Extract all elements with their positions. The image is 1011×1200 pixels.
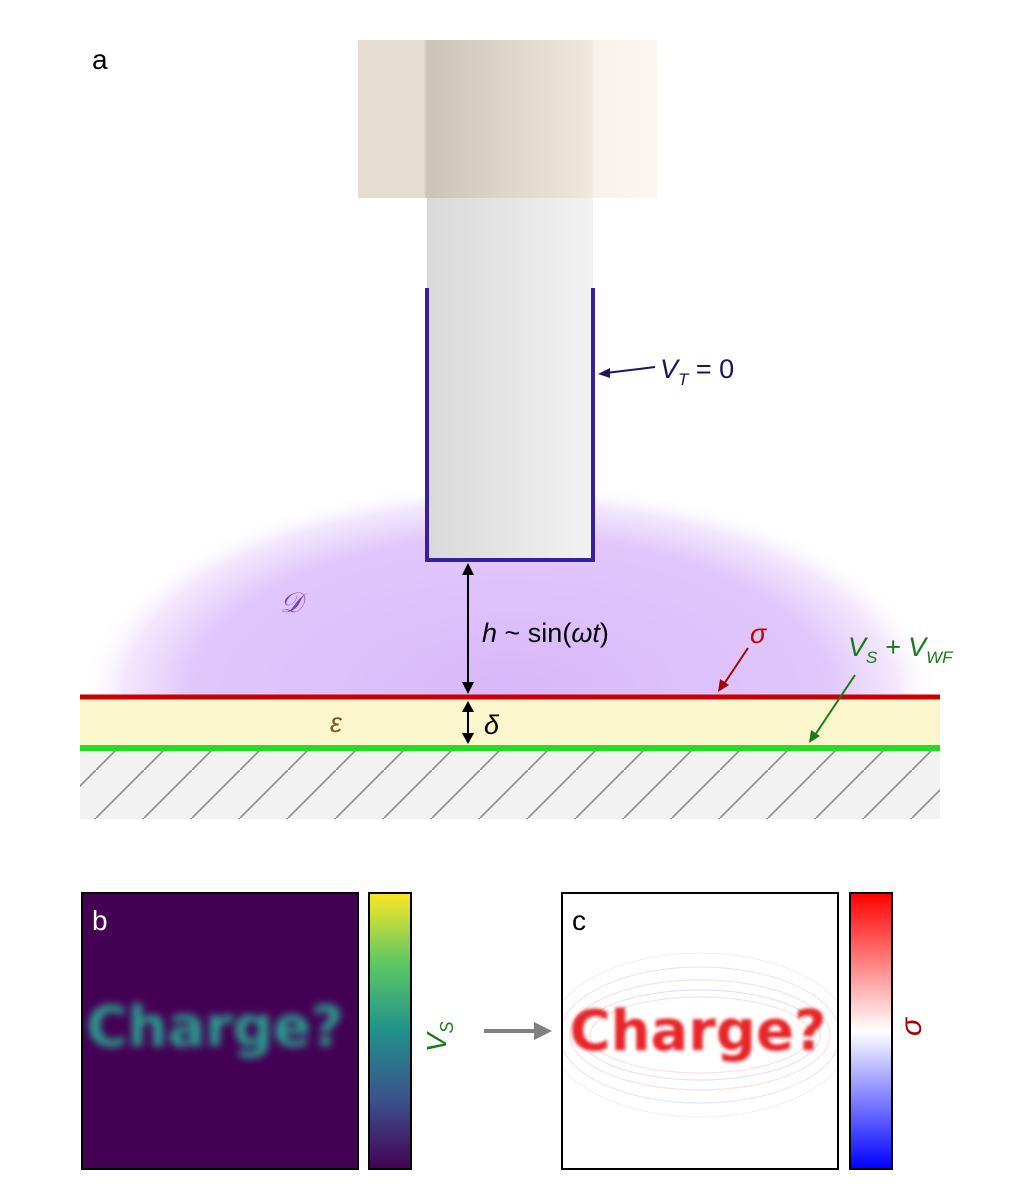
surface-charge-label: σ xyxy=(750,619,768,649)
panel-letter-a: a xyxy=(92,44,108,75)
permittivity-label: ε xyxy=(330,708,343,738)
thickness-label: δ xyxy=(484,710,500,740)
surface-charge-arrowhead xyxy=(718,679,729,692)
thickness-arrowhead-top xyxy=(462,701,474,712)
transform-arrow xyxy=(484,1022,552,1040)
surface-potential-arrowhead xyxy=(809,730,820,743)
surface-charge-arrow-line xyxy=(723,647,749,685)
charge-colorbar-label: σ xyxy=(895,1016,928,1036)
tip-potential-label: VT = 0 xyxy=(660,354,734,389)
charge-colorbar xyxy=(849,892,893,1170)
thickness-arrowhead-bottom xyxy=(462,733,474,744)
tip-body xyxy=(427,198,593,560)
tip-holder xyxy=(358,40,657,198)
dielectric-layer xyxy=(80,697,940,749)
substrate-hatch xyxy=(80,751,940,819)
panel-b: b Charge? VS xyxy=(81,892,457,1170)
transform-arrowhead xyxy=(534,1022,552,1040)
tip-potential-arrow-line xyxy=(605,366,656,374)
potential-colorbar-label: VS xyxy=(421,1021,457,1052)
charge-map-image xyxy=(562,893,838,1169)
panel-a: a VT = 0 𝒟 h ~ sin(ωt) δ xyxy=(80,40,954,819)
charge-map-content: Charge? xyxy=(570,999,827,1064)
panel-letter-c: c xyxy=(572,905,586,936)
tip-potential-arrowhead xyxy=(598,368,610,378)
charge-map-ripples xyxy=(562,952,838,1118)
panel-letter-b: b xyxy=(92,905,108,936)
height-arrowhead-bottom xyxy=(462,682,474,694)
height-arrowhead-top xyxy=(462,563,474,575)
surface-potential-label: VS + VWF xyxy=(848,632,954,667)
tip-electrode xyxy=(425,288,595,562)
potential-map-image xyxy=(81,892,359,1170)
potential-colorbar xyxy=(368,892,412,1170)
potential-map-content: Charge? xyxy=(87,995,344,1060)
surface-potential-arrow-line xyxy=(814,674,856,736)
panel-c: Charge? c σ xyxy=(561,892,928,1170)
height-label: h ~ sin(ωt) xyxy=(482,618,609,648)
charge-map-frame xyxy=(561,892,839,1170)
